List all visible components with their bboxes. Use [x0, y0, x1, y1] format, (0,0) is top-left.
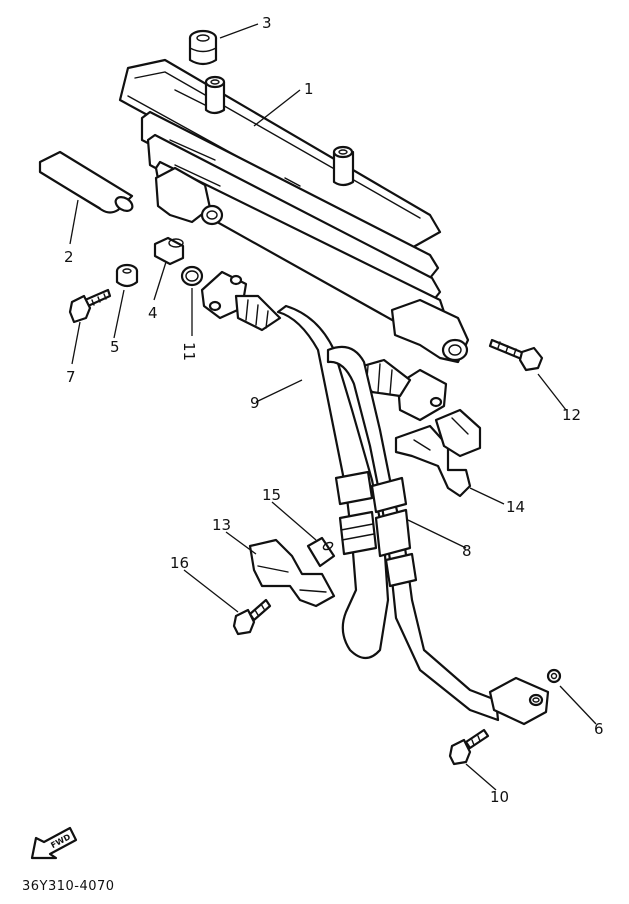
callout-10: 10	[490, 788, 509, 806]
oil-pipe-part-8	[326, 345, 550, 726]
callout-6: 6	[594, 720, 604, 738]
callout-5: 5	[110, 338, 120, 356]
grommet-part-3	[188, 29, 218, 66]
o-ring-part-11	[180, 265, 204, 287]
oil-pipe-part-9	[200, 270, 390, 660]
fwd-arrow-icon: FWD	[30, 826, 78, 860]
spacer-part-15	[306, 536, 336, 568]
callout-4: 4	[148, 304, 158, 322]
callout-7: 7	[66, 368, 76, 386]
clamp-part-13	[248, 538, 336, 608]
damper-part-5	[115, 263, 139, 288]
callout-14: 14	[506, 498, 525, 516]
callout-1: 1	[304, 80, 314, 98]
bolt-part-12	[488, 338, 544, 372]
rubber-cover-part-2	[38, 150, 134, 214]
washer-part-6	[546, 668, 562, 684]
collar-part-4	[153, 236, 185, 266]
callout-3: 3	[262, 14, 272, 32]
callout-11: 11	[180, 342, 198, 361]
oil-cooler-body	[118, 58, 470, 364]
callout-8: 8	[462, 542, 472, 560]
clamp-part-14	[394, 408, 482, 498]
callout-2: 2	[64, 248, 74, 266]
callout-16: 16	[170, 554, 189, 572]
callout-12: 12	[562, 406, 581, 424]
callout-labels: 3 1 2 4 5 7 11 9 12 14 8 15 13 16 6 10	[64, 14, 604, 806]
callout-15: 15	[262, 486, 281, 504]
bolt-part-16	[232, 598, 272, 636]
callout-9: 9	[250, 394, 260, 412]
callout-13: 13	[212, 516, 231, 534]
leader-lines	[69, 23, 597, 791]
bolt-part-10	[448, 728, 490, 766]
diagram-reference-code: 36Y310-4070	[22, 879, 115, 894]
bolt-part-7	[68, 288, 112, 324]
